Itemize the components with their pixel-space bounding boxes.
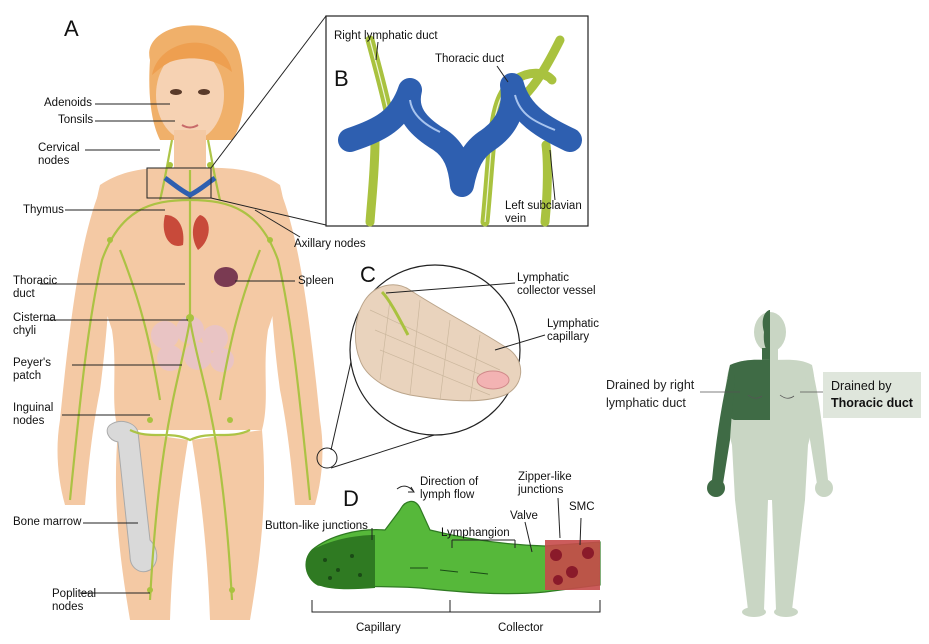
- panel-d-vessel: [305, 485, 601, 613]
- label-smc: SMC: [569, 501, 595, 513]
- label-capillary: Capillary: [356, 622, 401, 634]
- label-adenoids: Adenoids: [44, 97, 92, 109]
- label-drained-by-thoracic-line2: Thoracic duct: [831, 396, 913, 410]
- label-lymphatic-capillary: Lymphatic capillary: [547, 318, 599, 343]
- label-bone-marrow: Bone marrow: [13, 516, 82, 528]
- label-cisterna-chyli: Cisterna chyli: [13, 312, 56, 337]
- label-lymphatic-collector-vessel: Lymphatic collector vessel: [517, 272, 596, 297]
- label-collector: Collector: [498, 622, 544, 634]
- drainage-male-figure: [700, 310, 833, 617]
- panel-c-finger: [316, 264, 546, 469]
- drained-by-thoracic-duct-box: Drained by Thoracic duct: [823, 372, 921, 418]
- label-right-lymphatic-duct: Right lymphatic duct: [334, 30, 438, 42]
- panel-letter-d: D: [343, 486, 359, 511]
- label-thoracic-duct-b: Thoracic duct: [435, 53, 505, 65]
- label-axillary-nodes: Axillary nodes: [294, 238, 366, 250]
- label-cervical-nodes: Cervical nodes: [38, 142, 80, 167]
- label-drained-by-right-line2: lymphatic duct: [606, 396, 686, 410]
- female-body-figure: [57, 25, 323, 620]
- label-inguinal-nodes: Inguinal nodes: [13, 402, 54, 427]
- label-button-like-junctions: Button-like junctions: [265, 520, 368, 532]
- panel-letter-a: A: [64, 16, 79, 41]
- label-peyers-patch: Peyer's patch: [13, 357, 51, 382]
- label-lymphangion: Lymphangion: [441, 527, 510, 539]
- label-left-subclavian-vein: Left subclavian vein: [505, 200, 582, 225]
- label-thoracic-duct: Thoracic duct: [13, 275, 58, 300]
- label-thymus: Thymus: [23, 204, 64, 216]
- panel-b-ducts: [325, 15, 589, 227]
- label-direction-of-lymph-flow: Direction of lymph flow: [420, 476, 479, 501]
- label-spleen: Spleen: [298, 275, 334, 287]
- label-drained-by-right-line1: Drained by right: [606, 378, 695, 392]
- label-popliteal-nodes: Popliteal nodes: [52, 588, 97, 613]
- label-zipper-like-junctions: Zipper-like junctions: [518, 471, 572, 496]
- label-tonsils: Tonsils: [58, 114, 94, 126]
- panel-letter-c: C: [360, 262, 376, 287]
- label-drained-by-thoracic-line1: Drained by: [831, 379, 892, 393]
- panel-letter-b: B: [334, 66, 349, 91]
- label-valve: Valve: [510, 510, 538, 522]
